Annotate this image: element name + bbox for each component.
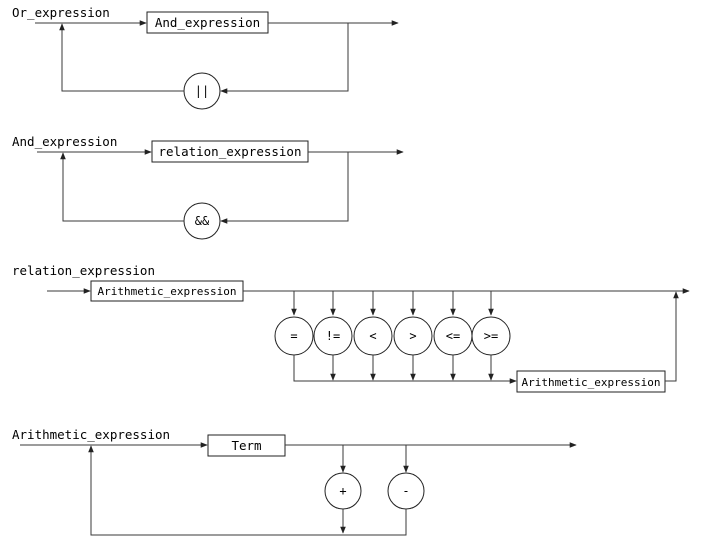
and-loop-left <box>60 152 184 222</box>
arithmetic-expression-title: Arithmetic_expression <box>12 427 170 442</box>
or-expression-diagram: Or_expression And_expression || <box>12 5 399 110</box>
relation-op-greater-label: > <box>409 329 416 343</box>
relation-left-arith-label: Arithmetic_expression <box>97 285 236 298</box>
and-relation-expression-label: relation_expression <box>159 144 302 159</box>
or-expression-title: Or_expression <box>12 5 110 20</box>
relation-return-line <box>665 291 679 382</box>
or-loop-left <box>59 23 184 92</box>
or-and-expression-label: And_expression <box>155 15 260 30</box>
arith-term-label: Term <box>231 438 261 453</box>
and-loop-right <box>220 152 349 224</box>
relation-collector-line <box>293 355 517 384</box>
and-operator-label: && <box>195 214 210 228</box>
and-expression-title: And_expression <box>12 134 117 149</box>
or-operator-label: || <box>195 84 209 98</box>
and-expression-diagram: And_expression relation_expression && <box>12 134 404 240</box>
relation-expression-title: relation_expression <box>12 263 155 278</box>
relation-op-equal-label: = <box>290 329 297 343</box>
relation-op-less-label: < <box>369 329 376 343</box>
relation-op-less-equal-label: <= <box>446 329 460 343</box>
relation-expression-diagram: relation_expression Arithmetic_expressio… <box>12 263 690 393</box>
arith-op-minus-label: - <box>402 484 409 498</box>
arith-loop-line <box>88 445 407 536</box>
relation-op-greater-equal-label: >= <box>484 329 498 343</box>
relation-op-not-equal-label: != <box>326 329 340 343</box>
arithmetic-expression-diagram: Arithmetic_expression Term + - <box>12 427 577 536</box>
or-loop-right <box>220 23 349 94</box>
relation-right-arith-label: Arithmetic_expression <box>521 376 660 389</box>
arith-op-plus-label: + <box>339 484 346 498</box>
